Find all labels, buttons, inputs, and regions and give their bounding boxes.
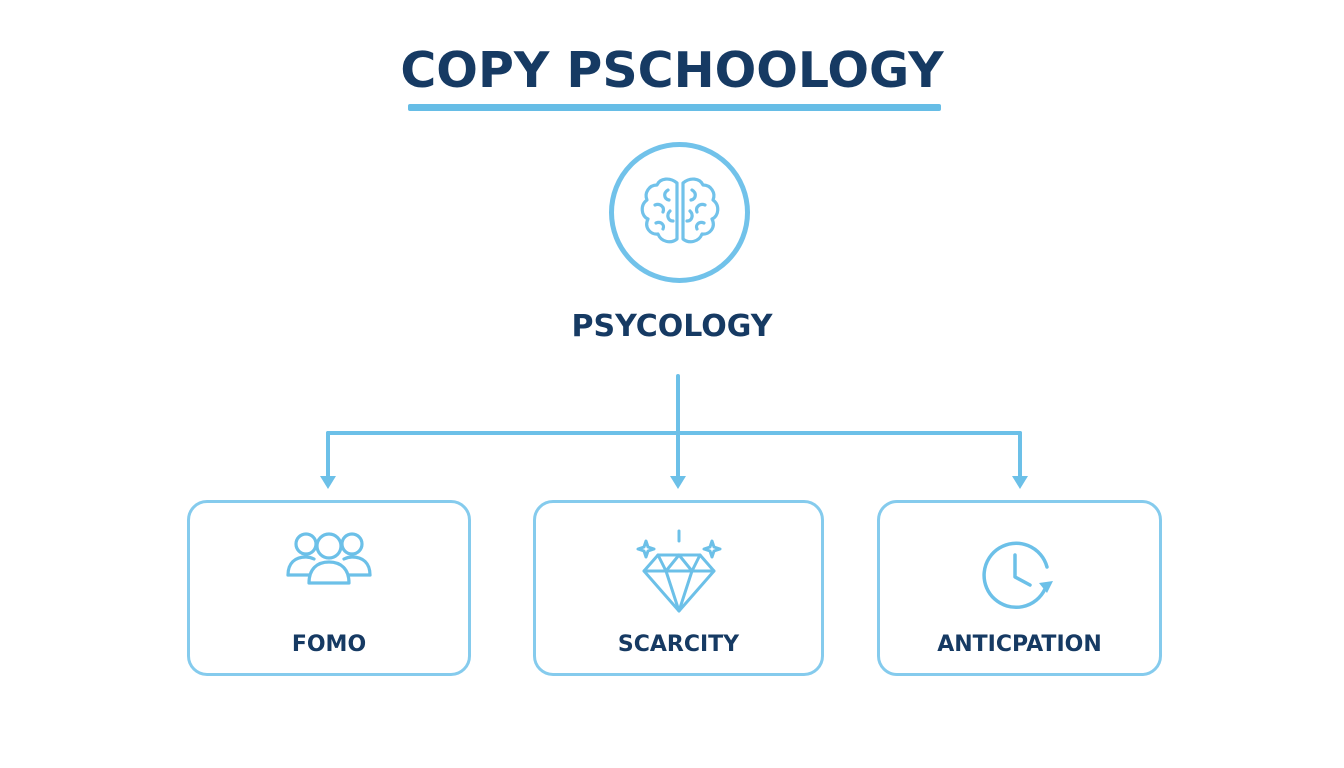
node-scarcity-label: SCARCITY bbox=[617, 632, 740, 657]
title-underline bbox=[408, 104, 941, 111]
node-fomo: FOMO bbox=[187, 500, 471, 676]
root-node-label: PSYCOLOGY bbox=[571, 309, 773, 344]
group-people-icon bbox=[286, 532, 372, 585]
node-fomo-label: FOMO bbox=[291, 632, 367, 657]
arrowhead-fomo bbox=[320, 476, 336, 489]
diamond-sparkle-icon bbox=[636, 529, 721, 613]
node-anticipation-label: ANTICPATION bbox=[937, 632, 1102, 657]
arrowhead-scarcity bbox=[670, 476, 686, 489]
clock-refresh-icon bbox=[981, 541, 1053, 609]
node-anticipation: ANTICPATION bbox=[877, 500, 1162, 676]
root-node-circle bbox=[609, 142, 750, 283]
brain-icon bbox=[640, 177, 720, 244]
arrowhead-anticipation bbox=[1012, 476, 1028, 489]
diagram-title: COPY PSCHOOLOGY bbox=[400, 42, 944, 99]
node-scarcity: SCARCITY bbox=[533, 500, 824, 676]
